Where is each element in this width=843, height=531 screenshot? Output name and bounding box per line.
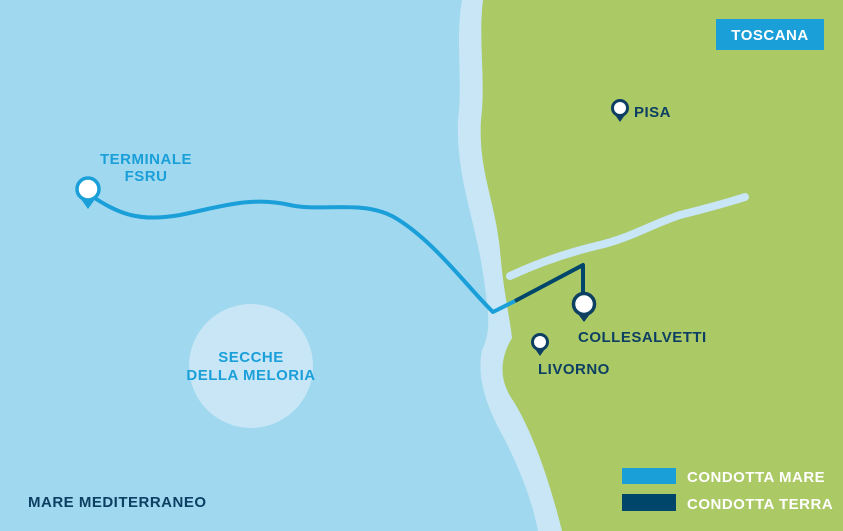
pin-collesalvetti-icon (571, 291, 597, 322)
pin-terminale-fsru-icon (75, 176, 101, 209)
condotta-mare-line (88, 193, 516, 314)
label-terminale: TERMINALE (100, 151, 192, 168)
pin-pisa-icon (611, 99, 629, 122)
river (506, 193, 749, 280)
label-collesalvetti: COLLESALVETTI (578, 329, 707, 346)
label-livorno: LIVORNO (538, 361, 610, 378)
legend-label-mare: CONDOTTA MARE (687, 469, 825, 486)
legend-label-terra: CONDOTTA TERRA (687, 496, 833, 513)
label-secche: SECCHE (218, 349, 284, 366)
secche-della-meloria-area (189, 304, 313, 428)
region-badge: TOSCANA (716, 19, 824, 50)
land-toscana (480, 0, 843, 531)
legend: CONDOTTA MARE CONDOTTA TERRA (622, 468, 833, 513)
legend-swatch-mare (622, 468, 676, 484)
pin-livorno-icon (531, 333, 549, 356)
condotta-terra-line (514, 263, 585, 303)
label-mare-mediterraneo: MARE MEDITERRANEO (28, 494, 207, 511)
label-fsru: FSRU (125, 168, 168, 185)
label-della-meloria: DELLA MELORIA (186, 367, 315, 384)
legend-swatch-terra (622, 494, 676, 511)
label-pisa: PISA (634, 104, 671, 121)
region-badge-label: TOSCANA (731, 27, 808, 44)
